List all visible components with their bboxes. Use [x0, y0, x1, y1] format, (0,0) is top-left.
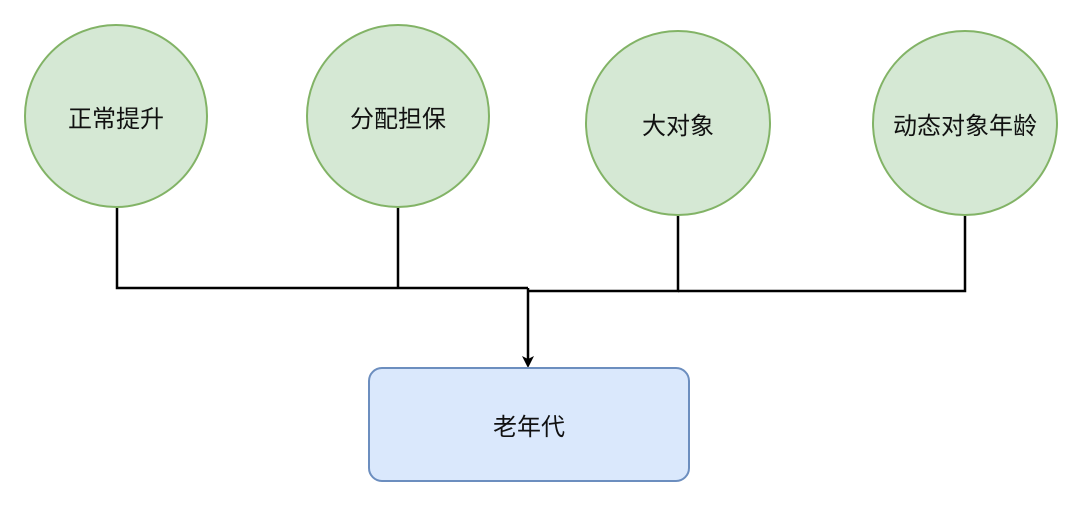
node-label: 动态对象年龄 [893, 111, 1037, 140]
connector-from-normal-promotion [115, 208, 528, 290]
node-allocation-guarantee[interactable]: 分配担保 [306, 24, 490, 208]
node-label: 分配担保 [350, 104, 446, 133]
connector-from-dynamic-age [678, 216, 967, 293]
node-normal-promotion[interactable]: 正常提升 [24, 24, 208, 208]
node-label: 正常提升 [68, 104, 164, 133]
node-label: 大对象 [642, 111, 714, 140]
connector-from-large-object [528, 216, 680, 293]
node-old-generation[interactable]: 老年代 [368, 367, 690, 482]
node-large-object[interactable]: 大对象 [585, 30, 771, 216]
node-label: 老年代 [493, 413, 565, 441]
node-dynamic-object-age[interactable]: 动态对象年龄 [872, 30, 1058, 216]
